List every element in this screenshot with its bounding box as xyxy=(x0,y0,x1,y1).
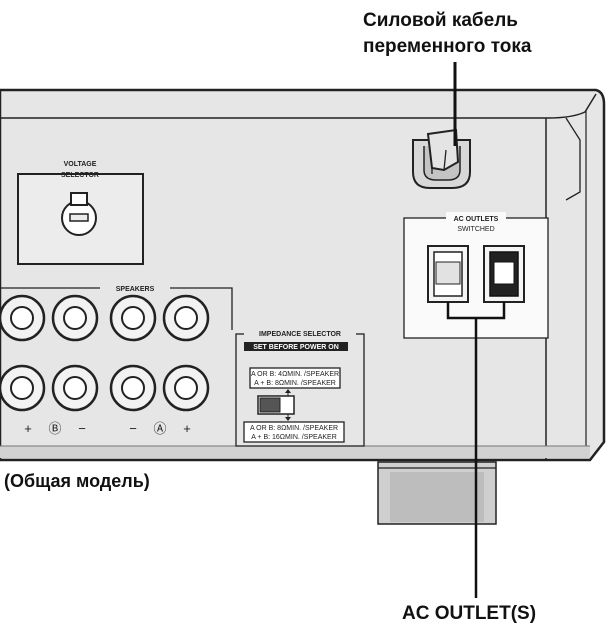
polarity-plus-b: + xyxy=(24,421,32,436)
speakers-label: SPEAKERS xyxy=(116,286,155,293)
power-cord xyxy=(412,62,471,189)
ac-outlet-right[interactable] xyxy=(483,245,525,303)
voltage-selector-knob-icon[interactable] xyxy=(61,192,97,236)
impedance-upper-line-1: A OR B: 4ΩMIN. /SPEAKER xyxy=(251,371,339,378)
polarity-minus-b: − xyxy=(78,421,86,436)
impedance-note: SET BEFORE POWER ON xyxy=(253,344,339,351)
ac-outlets-callout: AC OUTLET(S) xyxy=(402,603,537,624)
ac-outlets-title: AC OUTLETS xyxy=(454,216,499,223)
model-callout: (Общая модель) xyxy=(4,471,150,491)
ac-outlets-panel: AC OUTLETS SWITCHED xyxy=(403,212,549,598)
impedance-selector-title: IMPEDANCE SELECTOR xyxy=(259,331,341,338)
voltage-selector: VOLTAGE SELECTOR xyxy=(17,161,144,265)
polarity-a: Ⓐ xyxy=(153,421,166,436)
speakers-section: SPEAKERS xyxy=(0,286,233,330)
impedance-selector: IMPEDANCE SELECTOR SET BEFORE POWER ON A… xyxy=(235,328,365,447)
power-cable-callout: Силовой кабель переменного тока xyxy=(363,8,531,60)
polarity-b: Ⓑ xyxy=(48,421,61,436)
panel-foot xyxy=(377,461,497,525)
polarity-labels: + Ⓑ − − Ⓐ + xyxy=(24,421,191,436)
speaker-terminals-top-row[interactable] xyxy=(0,294,210,342)
impedance-arrows-icon xyxy=(285,389,291,421)
voltage-selector-label-2: SELECTOR xyxy=(61,172,99,179)
ac-outlet-left[interactable] xyxy=(427,245,469,303)
impedance-upper-line-2: A + B: 8ΩMIN. /SPEAKER xyxy=(254,380,336,387)
power-cable-callout-line-1: Силовой кабель xyxy=(363,10,518,31)
polarity-plus-a: + xyxy=(183,421,191,436)
ac-outlets-switched: SWITCHED xyxy=(457,226,494,233)
power-cable-callout-line-2: переменного тока xyxy=(363,36,532,57)
polarity-minus-a: − xyxy=(129,421,137,436)
impedance-lower-line-1: A OR B: 8ΩMIN. /SPEAKER xyxy=(250,425,338,432)
speaker-terminals-bottom-row[interactable] xyxy=(0,364,210,412)
impedance-lower-line-2: A + B: 16ΩMIN. /SPEAKER xyxy=(251,434,337,441)
voltage-selector-label-1: VOLTAGE xyxy=(64,161,97,168)
impedance-slide-switch[interactable] xyxy=(257,395,295,415)
